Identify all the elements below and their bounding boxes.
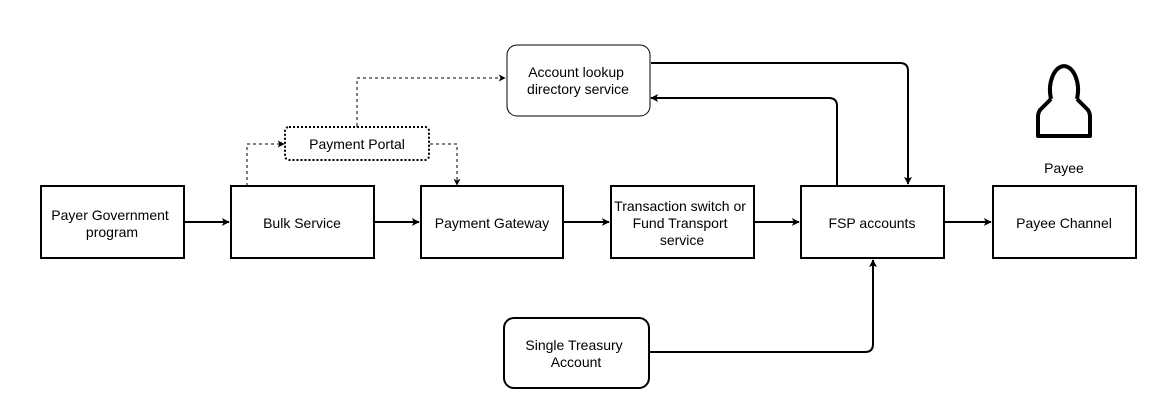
person-icon (1036, 64, 1092, 138)
node-payer-label: Payer Government program (51, 207, 172, 240)
edge-lookup-to-fsp (651, 62, 912, 185)
payee-actor: Payee (1036, 64, 1092, 176)
node-bulk-service: Bulk Service (230, 185, 375, 259)
edge-fsp-to-lookup (650, 94, 838, 186)
node-payment-gateway-label: Payment Gateway (435, 215, 549, 231)
node-payee-channel: Payee Channel (992, 185, 1137, 259)
node-account-lookup-label: Account lookup directory service (527, 64, 629, 97)
node-fsp-accounts-label: FSP accounts (829, 215, 916, 231)
node-payment-portal-label: Payment Portal (309, 136, 405, 152)
node-single-treasury-label: Single Treasury Account (525, 337, 626, 370)
node-fsp-accounts: FSP accounts (800, 185, 945, 259)
edge-portal-lookup-bidirectional (353, 74, 506, 133)
node-payment-gateway: Payment Gateway (420, 185, 564, 259)
node-single-treasury: Single Treasury Account (503, 317, 650, 389)
payee-label: Payee (1044, 160, 1084, 176)
node-payment-portal: Payment Portal (284, 126, 430, 161)
node-payee-channel-label: Payee Channel (1016, 215, 1112, 231)
node-payer: Payer Government program (40, 185, 185, 259)
node-bulk-service-label: Bulk Service (263, 215, 341, 231)
node-account-lookup: Account lookup directory service (506, 44, 651, 117)
edge-treasury-to-fsp (650, 259, 877, 353)
node-transaction-switch-label: Transaction switch or Fund Transport ser… (614, 198, 750, 248)
edge-portal-to-gateway (430, 143, 461, 186)
edges (184, 62, 992, 353)
node-transaction-switch: Transaction switch or Fund Transport ser… (610, 185, 755, 259)
edge-bulk-to-portal (246, 140, 285, 186)
